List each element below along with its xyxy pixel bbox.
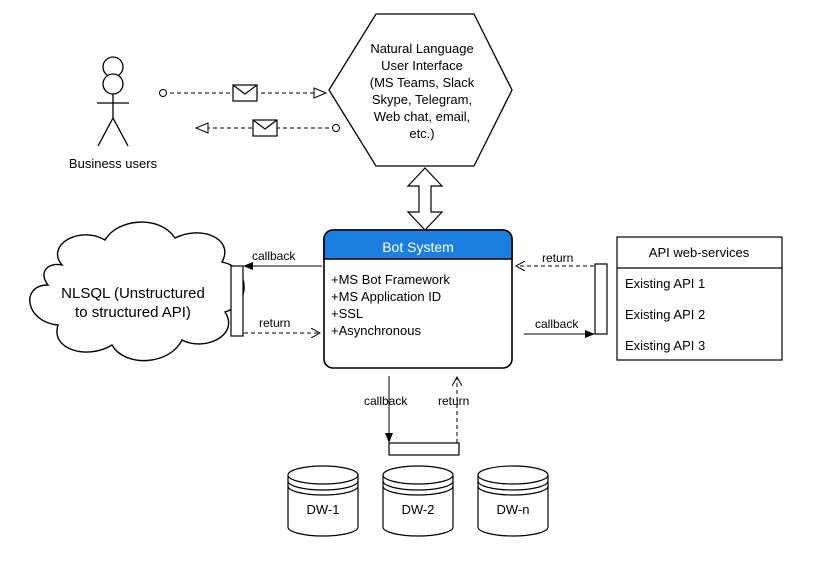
business-user-actor	[97, 56, 129, 147]
bot-system-header	[323, 229, 513, 260]
database-dw-n-label: DW-n	[497, 502, 530, 517]
database-dw-2	[382, 465, 454, 537]
nlui-line-3: (MS Teams, Slack	[370, 75, 475, 90]
nlui-line-1: Natural Language	[370, 41, 473, 56]
dw-callback-label: callback	[364, 394, 408, 408]
nlsql-line-1: NLSQL (Unstructured	[61, 285, 205, 302]
nlsql-cloud	[29, 221, 245, 362]
nlsql-callback-label: callback	[252, 249, 296, 263]
bot-item-3: +SSL	[331, 306, 363, 321]
envelope-icon	[252, 119, 278, 137]
api-callback-label: callback	[535, 317, 579, 331]
bot-item-2: +MS Application ID	[331, 289, 441, 304]
bidirectional-arrow	[406, 167, 444, 231]
nlsql-line-2: to structured API)	[75, 304, 191, 321]
api-services-box	[616, 236, 783, 361]
database-dw-2-label: DW-2	[402, 502, 435, 517]
bot-item-1: +MS Bot Framework	[331, 272, 450, 287]
api-return-label: return	[542, 251, 573, 265]
nlui-line-6: etc.)	[409, 126, 434, 141]
api-item-3: Existing API 3	[625, 338, 705, 353]
nlui-hexagon	[328, 13, 513, 167]
database-dw-1	[287, 465, 359, 537]
api-item-1: Existing API 1	[625, 276, 705, 291]
bot-system-box	[323, 229, 513, 369]
dw-activation-bar	[388, 442, 460, 456]
dw-return-label: return	[438, 394, 469, 408]
database-dw-n	[477, 465, 549, 537]
envelope-icon	[232, 84, 258, 102]
database-dw-1-label: DW-1	[307, 502, 340, 517]
nlui-line-4: Skype, Telegram,	[372, 92, 472, 107]
nlsql-return-label: return	[259, 316, 290, 330]
api-item-2: Existing API 2	[625, 307, 705, 322]
nlui-line-5: Web chat, email,	[374, 109, 471, 124]
actor-label: Business users	[69, 156, 158, 171]
bot-system-title: Bot System	[382, 239, 454, 255]
bot-item-4: +Asynchronous	[331, 323, 421, 338]
nlui-line-2: User Interface	[381, 58, 463, 73]
api-activation-bar	[594, 263, 608, 335]
api-services-title: API web-services	[649, 245, 750, 260]
nlsql-activation-bar	[230, 265, 244, 337]
